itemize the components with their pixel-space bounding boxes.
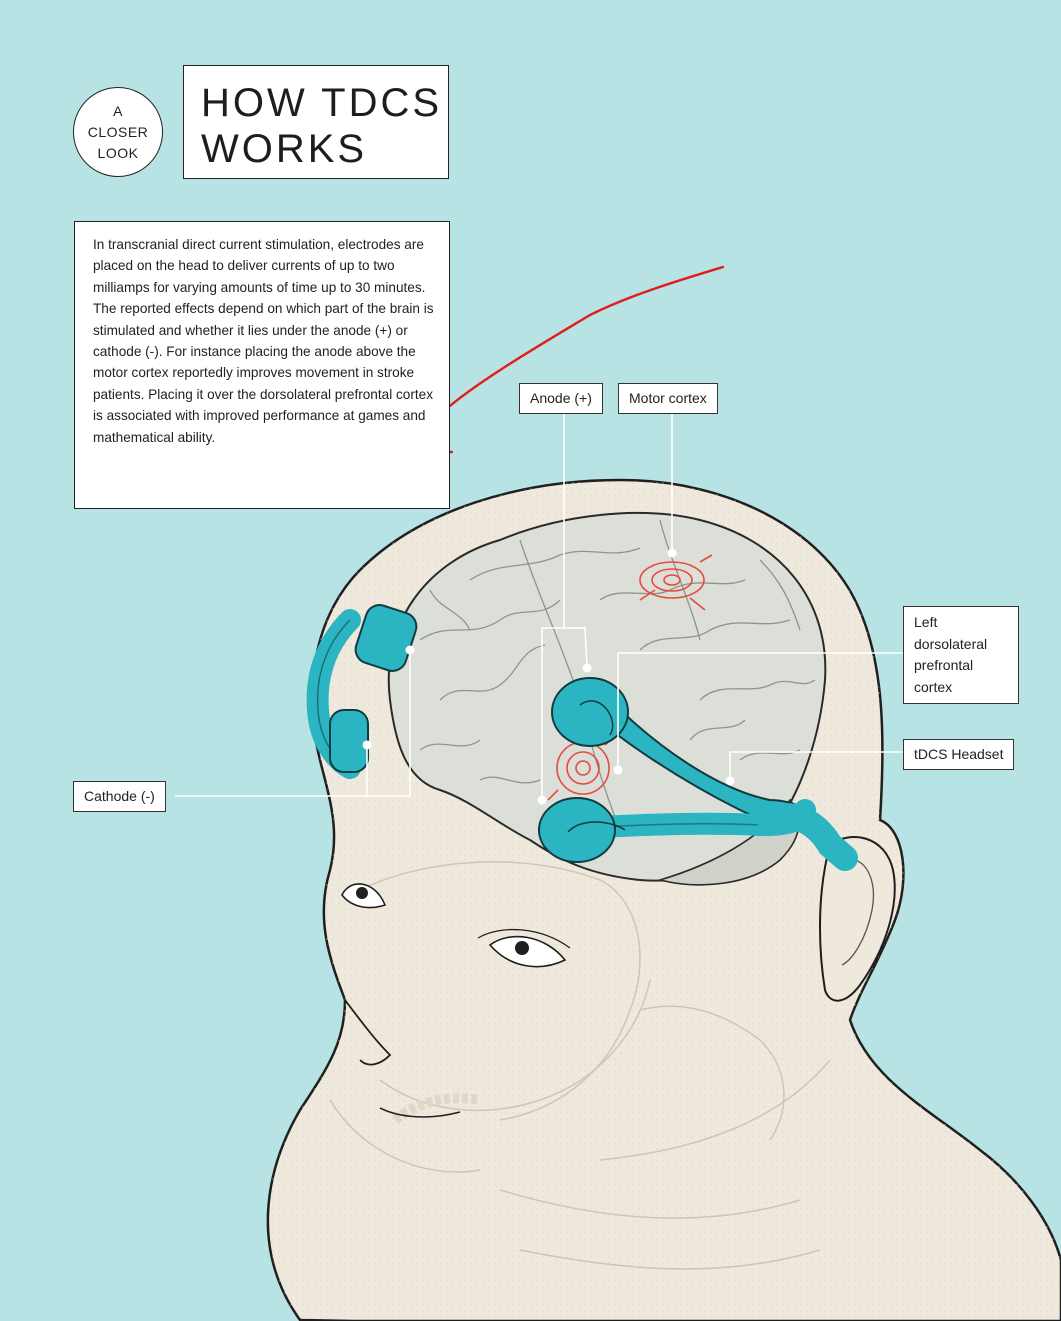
badge-line: LOOK	[97, 144, 139, 161]
cathode-electrode	[306, 604, 418, 779]
intro-paragraph: In transcranial direct current stimulati…	[93, 237, 434, 445]
motor-cortex-label: Motor cortex	[618, 383, 718, 414]
anode-label: Anode (+)	[519, 383, 603, 414]
motor-cortex-target	[639, 554, 713, 611]
dlpfc-label: Left dorsolateral prefrontal cortex	[903, 606, 1019, 704]
leader-lines	[175, 410, 903, 800]
intro-text-box: In transcranial direct current stimulati…	[74, 221, 450, 509]
title-line: WORKS	[201, 127, 368, 171]
page-title: HOW TDCS WORKS	[183, 65, 449, 179]
badge-line: CLOSER	[87, 123, 149, 140]
closer-look-badge: A CLOSER LOOK	[73, 87, 163, 177]
skull-outline	[329, 861, 831, 1270]
brain-folds	[419, 519, 816, 831]
headset-label: tDCS Headset	[903, 739, 1015, 770]
tdcs-headset	[538, 677, 858, 871]
title-line: HOW TDCS	[201, 81, 443, 125]
ear	[819, 836, 896, 1002]
leader-dots	[362, 548, 735, 805]
badge-line: A	[113, 102, 123, 119]
cathode-label: Cathode (-)	[73, 781, 166, 812]
eyes	[341, 883, 571, 968]
